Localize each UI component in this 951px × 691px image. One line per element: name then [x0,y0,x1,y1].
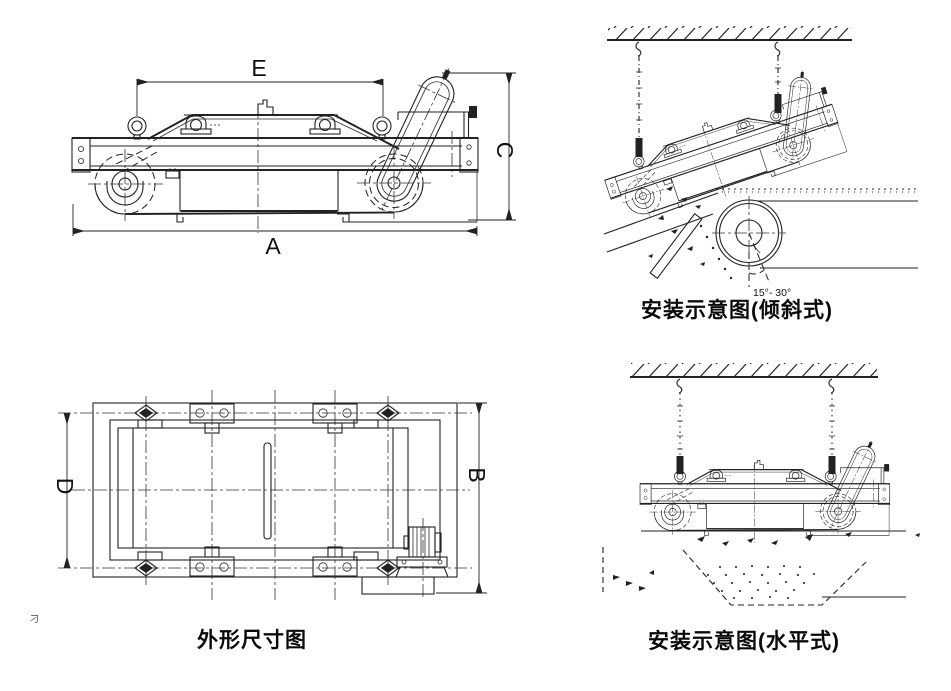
falling-material-flecks [613,532,920,591]
conveyor-trough-section [602,547,906,606]
dim-label-C: C [492,142,518,159]
dimension-D: D [52,413,78,568]
dimension-E: E [136,55,384,116]
conveyor-head-pulley [712,196,786,287]
top-view-dimension-drawing: D B 外形尺寸图 刁 [30,390,490,652]
side-view-dimension-drawing: E C A [71,55,518,259]
dimension-B: B [436,402,490,594]
separator-side-view-main [71,58,479,234]
inclined-diagram-caption: 安装示意图(倾斜式) [641,298,833,322]
ceiling-mount [607,26,852,41]
dim-label-B: B [464,467,490,482]
suspension-chain-left [635,41,643,157]
margin-mark: 刁 [30,614,39,624]
horizontal-installation-diagram: 安装示意图(水平式) [602,363,920,653]
bearing-units [189,403,358,577]
dim-label-D: D [52,478,78,495]
separator-horizontal [639,434,891,543]
horizontal-diagram-caption: 安装示意图(水平式) [648,629,840,653]
dimension-A: A [72,204,478,259]
suspension-angle-label: 15°- 30° [753,287,791,299]
center-slot [263,442,272,540]
centerlines [58,390,472,600]
turnbuckle [774,94,782,113]
conveyor-inclined [603,188,918,269]
dimension-C: C [442,72,518,221]
turnbuckle [635,138,643,157]
lifting-lug-markers [134,404,400,577]
ceiling-mount [630,363,878,378]
belt-plan [117,427,409,549]
dim-label-E: E [251,55,266,81]
inclined-installation-diagram: 15°- 30° 安装示意图(倾斜式) [589,26,918,322]
turnbuckle [676,456,684,474]
material-stipple [707,565,815,599]
dim-label-A: A [265,233,281,259]
separator-inclined [589,59,851,235]
suspension-chain-left [676,378,684,474]
turnbuckle [828,456,836,474]
suspension-chain-right [828,378,836,474]
discharge-chute-plate [649,212,703,280]
outline-drawing-caption: 外形尺寸图 [197,628,307,652]
suspension-chain-right [774,41,782,113]
drive-motor-top-view [361,526,449,595]
falling-material-flecks [648,186,733,280]
